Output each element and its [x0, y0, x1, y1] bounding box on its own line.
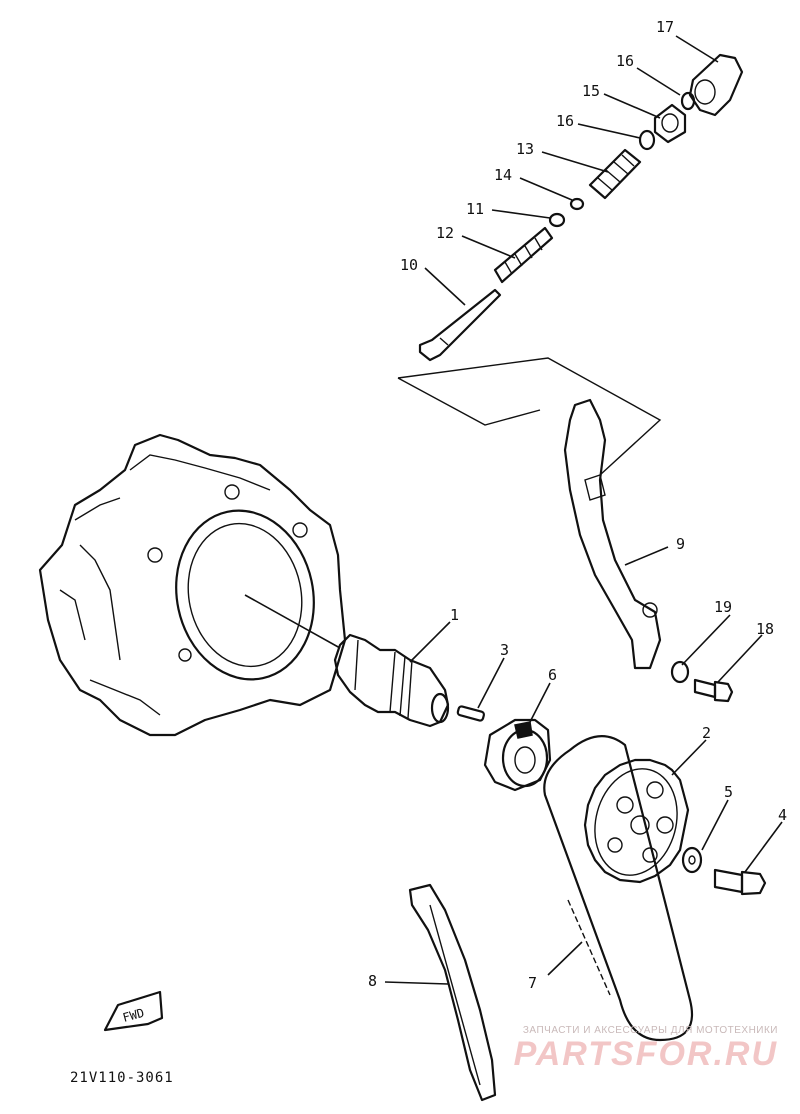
tensioner-tube — [588, 148, 642, 200]
fwd-arrow: FWD — [103, 990, 164, 1032]
callout-13: 13 — [516, 140, 534, 158]
tensioner-spring — [493, 226, 554, 284]
callout-6: 6 — [548, 666, 557, 684]
timing-chain — [543, 735, 694, 1042]
tensioner-bearing — [653, 103, 687, 144]
callout-8: 8 — [368, 972, 377, 990]
decompression-cam — [483, 718, 552, 792]
sprocket-bolt — [713, 868, 767, 896]
callout-16-lower: 16 — [556, 112, 574, 130]
fwd-label: FWD — [121, 1006, 146, 1025]
watermark: ЗАПЧАСТИ И АКСЕССУАРЫ ДЛЯ МОТОТЕХНИКИ PA… — [478, 1025, 778, 1072]
callout-17: 17 — [656, 18, 674, 36]
callout-19: 19 — [714, 598, 732, 616]
callout-5: 5 — [724, 783, 733, 801]
tensioner-guide — [563, 398, 662, 670]
callout-12: 12 — [436, 224, 454, 242]
collar — [569, 197, 585, 211]
callout-labels: 17 16 15 16 13 14 11 12 10 9 19 18 1 3 6… — [368, 18, 787, 992]
tensioner-rod — [418, 288, 502, 362]
camshaft — [333, 633, 450, 728]
o-ring-lower — [638, 129, 656, 151]
callout-7: 7 — [528, 974, 537, 992]
assembly-bracket — [397, 357, 662, 476]
callout-11: 11 — [466, 200, 484, 218]
callout-16-upper: 16 — [616, 52, 634, 70]
guide-washer — [670, 660, 690, 684]
callout-18: 18 — [756, 620, 774, 638]
watermark-brand: PARTSFOR.RU — [513, 1035, 778, 1073]
washer — [681, 846, 703, 874]
dowel-pin — [456, 705, 486, 722]
callout-10: 10 — [400, 256, 418, 274]
callout-3: 3 — [500, 641, 509, 659]
leader-lines — [384, 35, 783, 985]
tensioner-cap-bolt — [688, 53, 744, 117]
callout-1: 1 — [450, 606, 459, 624]
watermark-tagline: ЗАПЧАСТИ И АКСЕССУАРЫ ДЛЯ МОТОТЕХНИКИ — [522, 1025, 778, 1036]
callout-15: 15 — [582, 82, 600, 100]
callout-9: 9 — [676, 535, 685, 553]
cam-sprocket — [583, 758, 690, 884]
callout-4: 4 — [778, 806, 787, 824]
o-ring-upper — [680, 91, 696, 111]
cylinder-head — [38, 433, 347, 737]
callout-14: 14 — [494, 166, 512, 184]
diagram-part-code: 21V110-3061 — [70, 1070, 174, 1086]
spring-cap — [548, 212, 566, 228]
guide-bolt — [693, 678, 734, 703]
chain-guide — [408, 883, 497, 1102]
callout-2: 2 — [702, 724, 711, 742]
